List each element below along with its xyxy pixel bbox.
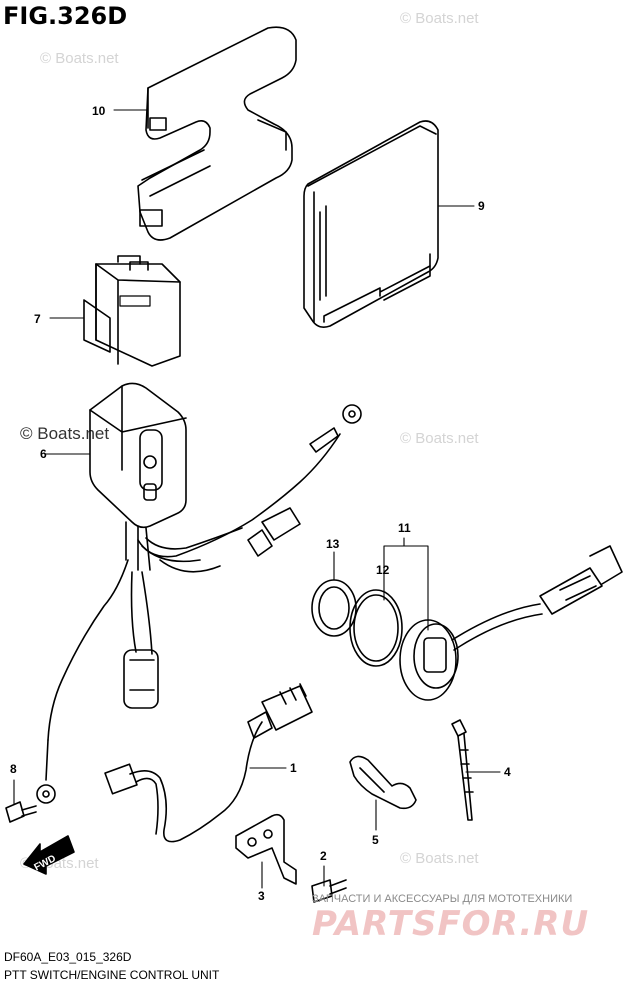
harness-wires bbox=[47, 433, 341, 741]
watermark-top-left: © Boats.net bbox=[40, 50, 119, 67]
part-6-ptt-switch bbox=[89, 382, 187, 571]
callout-12: 12 bbox=[376, 563, 390, 577]
part-3-bracket bbox=[235, 813, 297, 885]
watermark-mid-right: © Boats.net bbox=[400, 430, 479, 447]
callout-11: 11 bbox=[398, 521, 411, 535]
part-12-o-ring bbox=[349, 589, 403, 667]
part-7-relay bbox=[83, 255, 181, 367]
callout-9: 9 bbox=[478, 199, 485, 213]
diagram-caption: PTT SWITCH/ENGINE CONTROL UNIT bbox=[4, 968, 220, 982]
part-9-ecu bbox=[303, 120, 439, 328]
callout-3: 3 bbox=[258, 889, 265, 903]
part-11-switch bbox=[399, 545, 623, 701]
small-coupler bbox=[247, 507, 301, 557]
callout-6: 6 bbox=[40, 447, 47, 461]
callout-1: 1 bbox=[290, 761, 297, 775]
callout-13: 13 bbox=[326, 537, 340, 551]
part-4-cable-tie bbox=[451, 719, 474, 821]
watermark-boats-net: © Boats.net bbox=[20, 424, 110, 443]
callout-5: 5 bbox=[372, 833, 379, 847]
watermark-top-right: © Boats.net bbox=[400, 10, 479, 27]
figure-title: FIG.326D bbox=[3, 2, 128, 30]
callout-labels: 10 9 7 6 13 12 11 1 4 8 5 2 3 FWD bbox=[10, 104, 511, 903]
diagram-code: DF60A_E03_015_326D bbox=[4, 950, 132, 964]
callout-4: 4 bbox=[504, 765, 511, 779]
footer-tagline: ЗАПЧАСТИ И АКСЕССУАРЫ ДЛЯ МОТОТЕХНИКИ bbox=[312, 893, 573, 905]
ring-terminal-top bbox=[309, 404, 362, 453]
part-8-bolt bbox=[5, 801, 37, 823]
part-1-harness bbox=[104, 683, 313, 843]
callout-2: 2 bbox=[320, 849, 327, 863]
fwd-arrow-icon bbox=[23, 835, 75, 875]
ground-lead bbox=[36, 739, 56, 804]
callout-7: 7 bbox=[34, 312, 41, 326]
part-10-cover bbox=[137, 26, 297, 241]
watermark-bottom-right: © Boats.net bbox=[400, 850, 479, 867]
callout-8: 8 bbox=[10, 762, 17, 776]
footer-logo: PARTSFOR.RU bbox=[312, 904, 590, 944]
callout-10: 10 bbox=[92, 104, 106, 118]
part-5-clamp bbox=[349, 755, 417, 810]
